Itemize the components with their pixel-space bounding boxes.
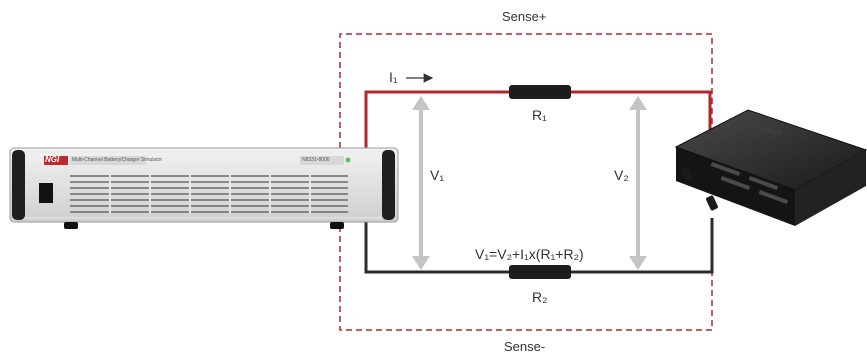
brand-logo-text: NGI <box>45 155 60 164</box>
battery-pack-device <box>674 109 867 226</box>
brand-logo-icon <box>44 156 68 165</box>
sense-plus-label: Sense+ <box>502 9 547 24</box>
current-label: I₁ <box>389 69 398 85</box>
left-handle <box>12 150 25 220</box>
v1-arrow <box>412 96 430 270</box>
status-led-icon <box>345 157 351 163</box>
sense-loop <box>339 33 713 331</box>
v2-arrow <box>629 96 647 270</box>
vent-grille <box>70 175 348 213</box>
device-foot-right <box>330 222 344 229</box>
sense-minus-label: Sense- <box>504 339 546 354</box>
v1-label: V₁ <box>430 167 445 183</box>
power-switch <box>39 183 53 203</box>
equation-label: V₁=V₂+I₁x(R₁+R₂) <box>475 246 584 262</box>
v2-label: V₂ <box>614 167 629 183</box>
device-foot-left <box>64 222 78 229</box>
device-panel-title: Multi-Channel Battery/Charger Simulator <box>72 157 163 163</box>
right-handle <box>382 150 395 220</box>
r1-label: R₁ <box>532 107 547 123</box>
r2-label: R₂ <box>532 289 548 305</box>
resistor-r2 <box>509 265 571 279</box>
mount-tab-left <box>681 167 693 181</box>
device-model: N8331-8000 <box>302 157 330 163</box>
mount-tab-bottom <box>706 195 718 211</box>
battery-simulator-device <box>9 147 399 229</box>
resistor-r1 <box>509 85 571 99</box>
